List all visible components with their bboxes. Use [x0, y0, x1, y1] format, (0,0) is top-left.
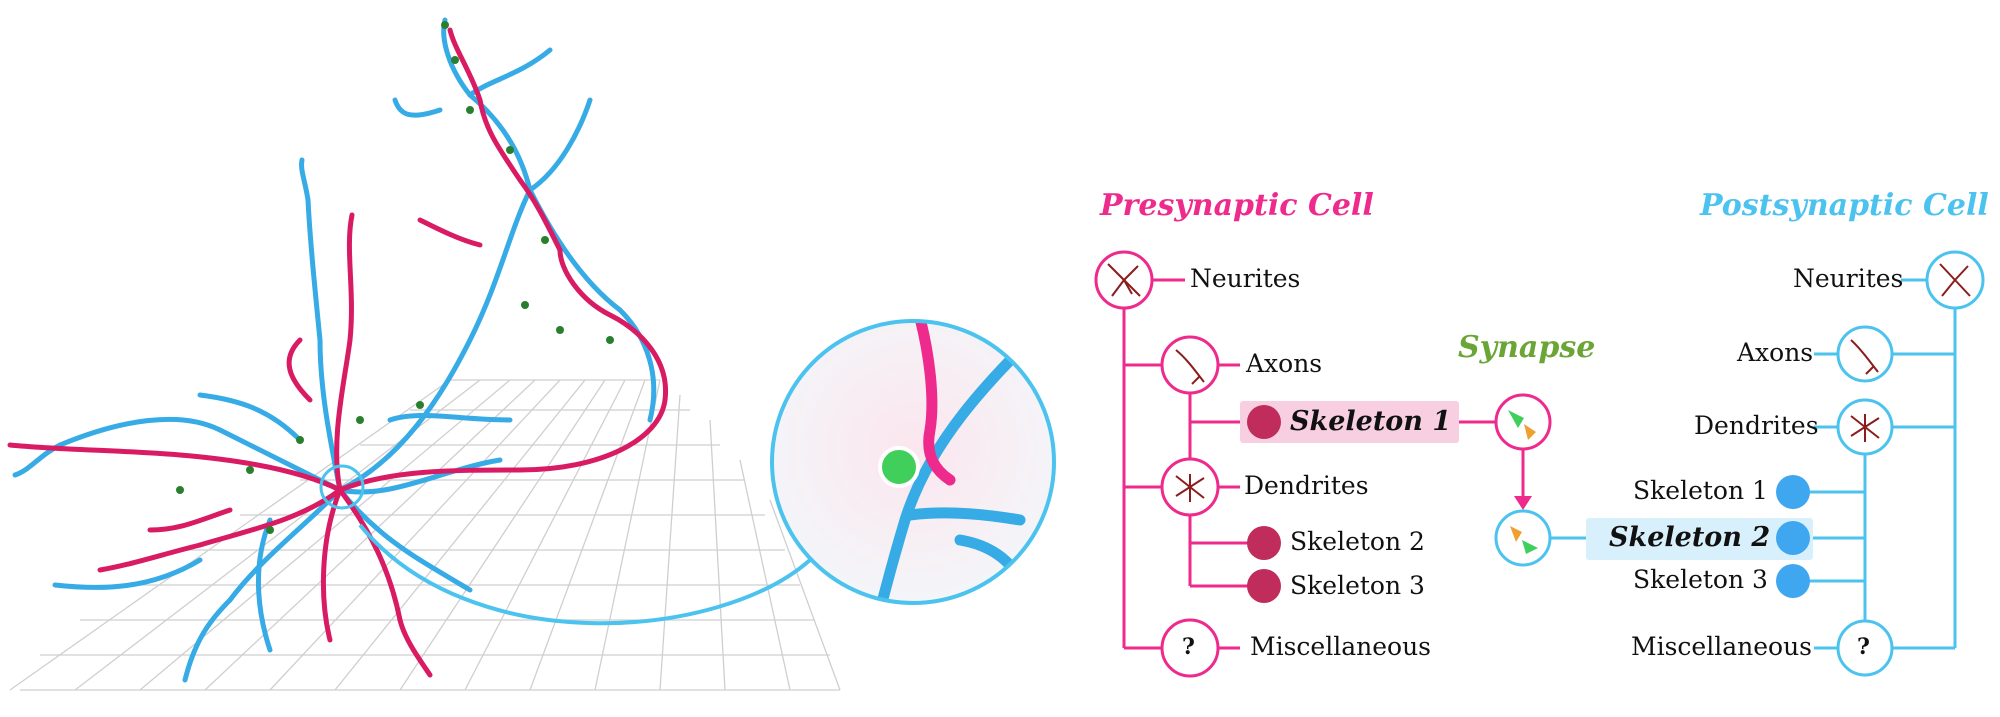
presynaptic-title: Presynaptic Cell — [1100, 188, 1374, 223]
postsynaptic-axons-label: Axons — [1737, 338, 1814, 367]
miscellaneous-node-pre[interactable] — [1160, 618, 1220, 678]
presynaptic-axons-label: Axons — [1246, 349, 1323, 378]
synapse-icon-post[interactable] — [1494, 509, 1552, 567]
neuron-3d-view[interactable] — [7, 17, 841, 691]
dendrite-icon — [1850, 414, 1880, 442]
dendrite-icon — [1175, 474, 1205, 502]
postsynaptic-neurites-label: Neurites — [1793, 264, 1904, 293]
presynaptic-skeleton-3-label: Skeleton 3 — [1290, 571, 1425, 600]
synapse-arrow-head — [1514, 496, 1532, 510]
zoom-callout-line — [358, 523, 812, 626]
presynaptic-skeleton-2-label: Skeleton 2 — [1290, 527, 1425, 556]
skeleton-2-dot-post[interactable] — [1776, 521, 1810, 555]
zoom-synapse-dot — [878, 446, 920, 488]
skeleton-1-dot-post[interactable] — [1776, 475, 1810, 509]
zoom-presynaptic-branch — [909, 321, 956, 486]
synapse-icon-pre[interactable] — [1494, 393, 1552, 451]
presynaptic-neurites-label: Neurites — [1190, 264, 1301, 293]
skeleton-1-dot-pre[interactable] — [1247, 405, 1281, 439]
postsynaptic-misc-label: Miscellaneous — [1631, 632, 1812, 661]
floor-grid — [9, 379, 841, 691]
miscellaneous-node-post[interactable] — [1836, 619, 1894, 677]
axons-node-post[interactable] — [1836, 325, 1894, 383]
synapse-title: Synapse — [1458, 330, 1596, 365]
postsynaptic-misc-icon: ? — [1857, 634, 1870, 660]
presynaptic-neurite-branches — [7, 27, 669, 678]
postsynaptic-skeleton-1-label: Skeleton 1 — [1633, 476, 1768, 505]
postsynaptic-tree — [1809, 278, 1957, 650]
skeleton-2-highlight-post — [1586, 518, 1813, 560]
presynaptic-misc-icon: ? — [1182, 634, 1195, 660]
postsynaptic-skeleton-3-label: Skeleton 3 — [1633, 565, 1768, 594]
skeleton-3-dot-post[interactable] — [1776, 564, 1810, 598]
neurites-node-post[interactable] — [1925, 250, 1985, 310]
axon-icon — [1850, 339, 1879, 375]
presynaptic-misc-label: Miscellaneous — [1250, 632, 1431, 661]
axon-icon — [1175, 349, 1205, 385]
axons-node-pre[interactable] — [1160, 335, 1220, 395]
dendrites-node-pre[interactable] — [1160, 457, 1220, 517]
postsynaptic-neurite-branches — [12, 17, 657, 683]
postsynaptic-skeleton-2-label: Skeleton 2 — [1609, 522, 1771, 553]
neuron-icon — [1107, 263, 1141, 297]
skeleton-3-dot-pre[interactable] — [1247, 569, 1281, 603]
postsynaptic-title: Postsynaptic Cell — [1700, 188, 1989, 223]
presynaptic-skeleton-1-label: Skeleton 1 — [1290, 406, 1452, 437]
synapse-zoom-inset — [770, 319, 1056, 605]
neuron-icon — [1939, 263, 1971, 297]
presynaptic-tree — [1122, 278, 1496, 650]
synapse-markers-3d — [176, 21, 614, 534]
neurites-node-pre[interactable] — [1094, 250, 1154, 310]
postsynaptic-dendrites-label: Dendrites — [1694, 411, 1819, 440]
synapse-location-marker[interactable] — [319, 464, 365, 510]
dendrites-node-post[interactable] — [1836, 398, 1894, 456]
skeleton-2-dot-pre[interactable] — [1247, 526, 1281, 560]
presynaptic-dendrites-label: Dendrites — [1244, 471, 1369, 500]
skeleton-1-highlight-pre — [1240, 401, 1459, 443]
